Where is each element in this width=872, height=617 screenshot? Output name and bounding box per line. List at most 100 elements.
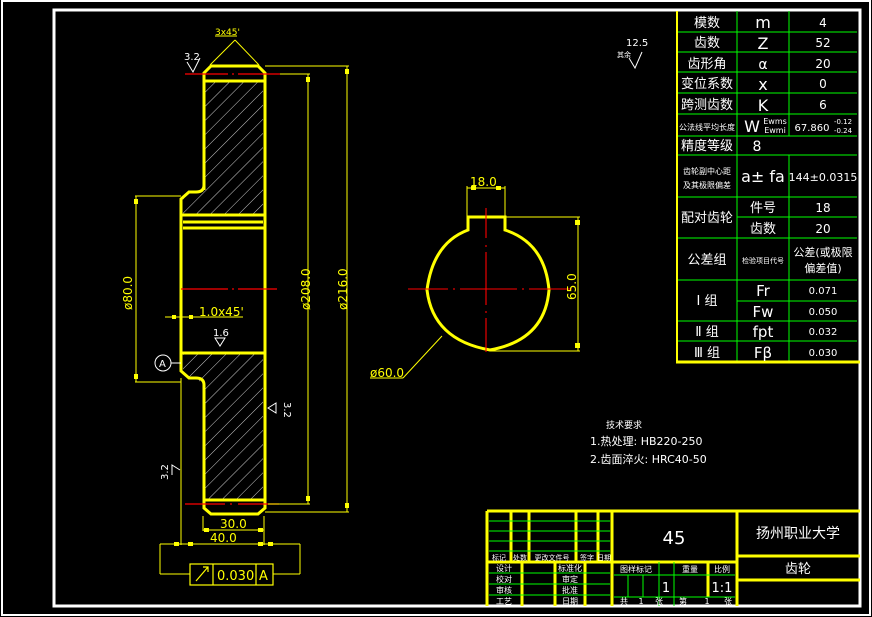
- section-dimension-labels: 3x45' ø80.0 ø208.0 ø216.0 1.0x45' 30.0 4…: [121, 28, 579, 584]
- param-table-grid: [676, 11, 860, 364]
- roughness-face: 3.2: [281, 402, 292, 418]
- sign-label: 校对: [496, 574, 512, 584]
- centerlines-bore: [408, 208, 572, 352]
- sign-label: 批准: [562, 585, 578, 595]
- dia-hub-label: ø80.0: [121, 276, 135, 310]
- gear-section-view: [134, 35, 643, 586]
- roughness-bore: 1.6: [213, 328, 229, 339]
- gear-outline: [179, 64, 267, 516]
- tol-symbol: fpt: [753, 323, 774, 341]
- tech-req-1: 1.热处理: HB220-250: [590, 435, 702, 448]
- param-name: 跨测齿数: [681, 98, 733, 113]
- sign-label: 工艺: [496, 597, 512, 606]
- param-symbol: x: [758, 75, 767, 94]
- sheet-info: 张: [655, 597, 663, 606]
- bore-dimension-lines: [370, 186, 580, 379]
- part-name: 齿轮: [785, 562, 811, 577]
- param-symbol: a± fa: [741, 167, 785, 186]
- rev-header: 签字: [580, 553, 594, 562]
- param-symbol-sub: Ewmi: [764, 126, 786, 135]
- param-value: 67.860: [795, 123, 830, 134]
- mating-value: 18: [815, 201, 830, 215]
- sign-label: 审核: [496, 585, 512, 595]
- tol-symbol: Fβ: [754, 344, 772, 362]
- width-rim-label: 30.0: [220, 517, 247, 531]
- sign-label: 设计: [496, 563, 512, 573]
- keyway-depth-label: 65.0: [565, 273, 579, 300]
- tol-header-value: 公差(或极限: [793, 245, 852, 259]
- sign-label: 标准化: [558, 563, 582, 573]
- param-name: 齿数: [694, 36, 720, 51]
- param-value-sup: -0.12: [834, 118, 852, 126]
- runout-tolerance-frame: [189, 563, 274, 586]
- tol-value: 0.071: [809, 286, 838, 297]
- tech-requirements: 技术要求 1.热处理: HB220-250 2.齿面淬火: HRC40-50: [590, 419, 707, 466]
- roughness-symbols: [171, 51, 643, 475]
- tech-req-title: 技术要求: [606, 419, 642, 431]
- keyway-width-label: 18.0: [470, 175, 497, 189]
- sign-label: 日期: [562, 597, 578, 606]
- sheet-info: 1: [704, 597, 709, 606]
- mating-name: 件号: [750, 201, 776, 216]
- param-symbol: W: [744, 117, 760, 136]
- hatch-upper: [183, 81, 263, 215]
- param-symbol: K: [758, 96, 769, 115]
- param-value: 6: [819, 98, 827, 112]
- param-name: 精度等级: [681, 138, 733, 154]
- param-name: 模数: [694, 16, 720, 31]
- school-name: 扬州职业大学: [756, 526, 840, 542]
- tol-group: Ⅰ 组: [697, 294, 718, 309]
- centerlines-section: [181, 73, 280, 505]
- param-symbol: α: [758, 57, 767, 73]
- info-header: 图样标记: [620, 564, 652, 574]
- dimension-lines: [135, 35, 349, 575]
- datum-label: A: [159, 359, 166, 370]
- sign-label: 审定: [562, 574, 578, 584]
- param-symbol: 8: [753, 139, 762, 155]
- quantity-value: 1: [662, 581, 670, 596]
- param-symbol: m: [755, 13, 771, 32]
- sheet-info: 1: [638, 597, 643, 606]
- tol-value: 0.032: [809, 327, 838, 338]
- rev-header: 日期: [597, 554, 611, 562]
- tol-group: Ⅲ 组: [694, 346, 720, 361]
- bore-outline: [425, 215, 551, 352]
- rev-header: 处数: [513, 553, 527, 562]
- scale-value: 1:1: [712, 581, 733, 596]
- chamfer-top-label: 3x45': [215, 28, 240, 38]
- tol-group: Ⅱ 组: [695, 325, 719, 340]
- general-roughness-label: 其余: [617, 50, 631, 59]
- sheet-info: 张: [724, 597, 732, 606]
- mating-name: 齿数: [750, 222, 776, 237]
- param-name: 齿轮副中心距: [683, 166, 731, 176]
- drawing-frame: [52, 8, 862, 608]
- mating-gear-label: 配对齿轮: [681, 211, 733, 226]
- param-value-sub: -0.24: [834, 127, 853, 135]
- param-value: 0: [819, 77, 827, 91]
- width-hub-label: 40.0: [210, 531, 237, 545]
- tol-symbol: Fw: [753, 303, 774, 321]
- general-roughness-value: 12.5: [626, 38, 648, 49]
- mating-value: 20: [815, 222, 830, 236]
- info-header: 重量: [682, 564, 698, 574]
- tol-header-value: 偏差值): [804, 261, 841, 275]
- runout-value: 0.030: [217, 569, 254, 584]
- title-block-text: 45 扬州职业大学 齿轮 标记 处数 更改文件号 签字 日期 设计 校对 审核 …: [492, 526, 840, 606]
- tech-req-2: 2.齿面淬火: HRC40-50: [590, 452, 707, 466]
- param-name: 及其极限偏差: [683, 180, 731, 190]
- param-symbol-sup: Ewms: [763, 117, 787, 126]
- roughness-hub: 3.2: [160, 464, 171, 480]
- param-table-text: 模数 m 4 齿数 Z 52 齿形角 α 20 变位系数 x 0 跨测齿数 K …: [679, 13, 857, 362]
- param-name: 齿形角: [687, 57, 726, 72]
- bore-dia-label: ø60.0: [370, 366, 404, 380]
- param-symbol: Z: [758, 34, 769, 53]
- param-value: 52: [815, 36, 830, 50]
- rev-header: 标记: [492, 553, 506, 562]
- dia-root-label: ø208.0: [299, 268, 313, 310]
- hatch-lower: [183, 353, 263, 500]
- sheet-info: 共: [620, 597, 628, 606]
- info-header: 比例: [714, 564, 730, 574]
- runout-arrow-icon: [195, 566, 209, 582]
- param-value: 4: [819, 16, 827, 30]
